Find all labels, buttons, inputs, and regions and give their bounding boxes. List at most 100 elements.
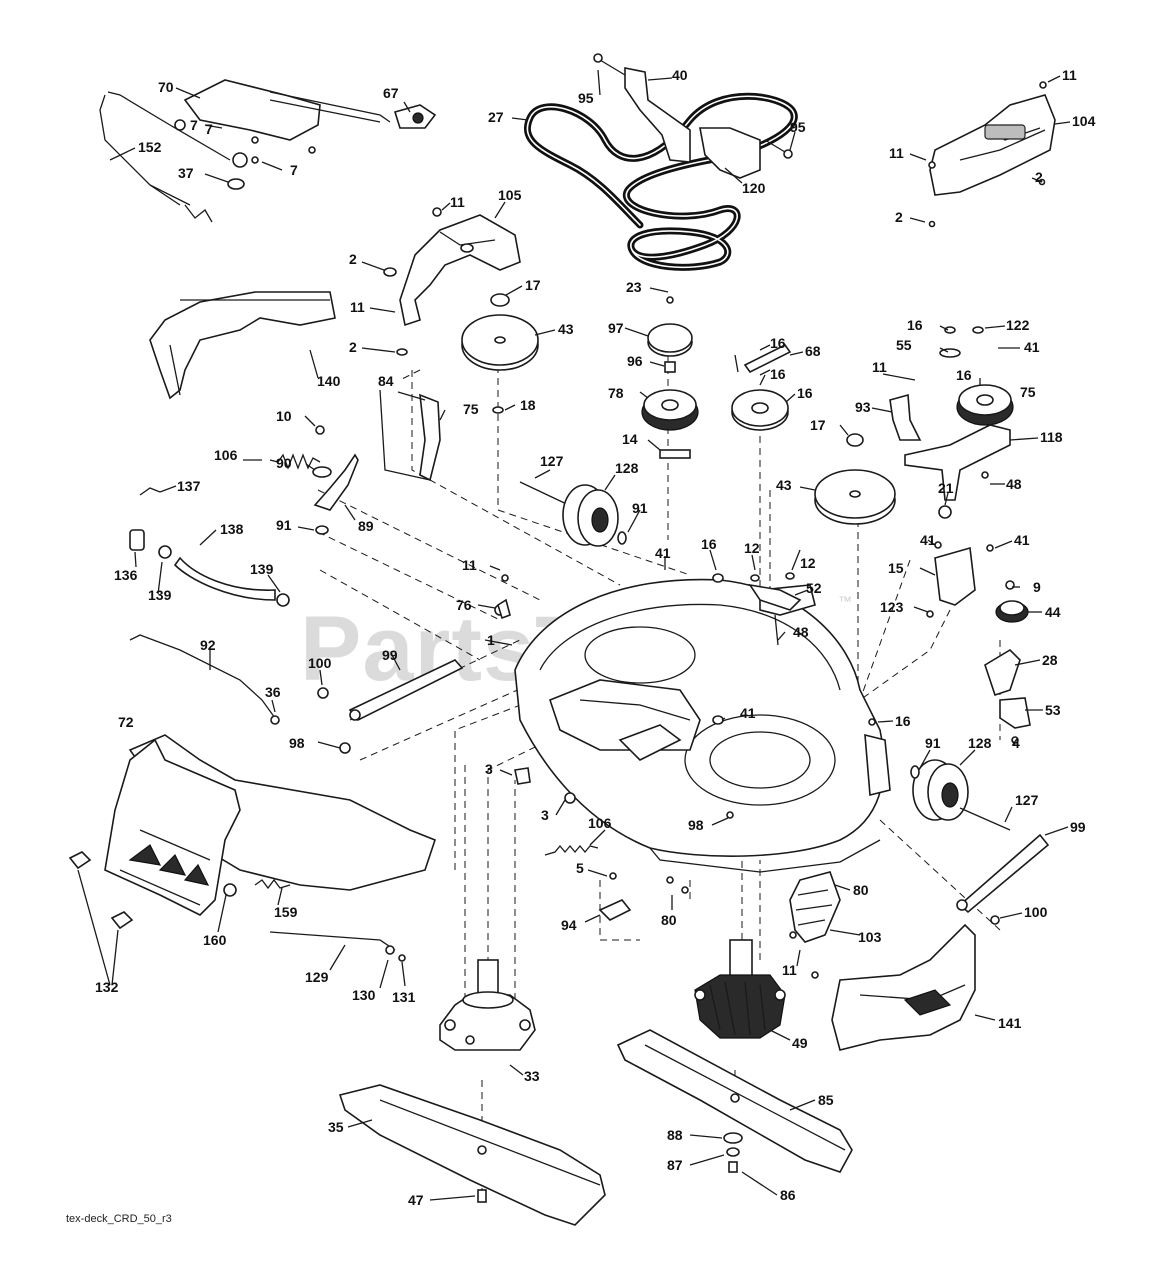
part-label: 2 <box>1035 169 1043 185</box>
part-label: 103 <box>858 929 882 945</box>
part-label: 70 <box>158 79 174 95</box>
part-label: 130 <box>352 987 376 1003</box>
part-label: 1 <box>487 632 495 648</box>
part-label: 27 <box>488 109 504 125</box>
part-label: 97 <box>608 320 624 336</box>
part-label: 120 <box>742 180 766 196</box>
part-label: 43 <box>776 477 792 493</box>
part-label: 7 <box>190 117 198 133</box>
part-label-41b: 41 <box>920 532 936 548</box>
discharge-chute <box>68 734 436 986</box>
part-label: 91 <box>925 735 941 751</box>
part-label: 44 <box>1045 604 1061 620</box>
part-label: 4 <box>1012 735 1020 751</box>
part-label: 7 <box>290 162 298 178</box>
part-label: 75 <box>1020 384 1036 400</box>
part-label: 131 <box>392 989 416 1005</box>
part-label: 159 <box>274 904 298 920</box>
part-label: 36 <box>265 684 281 700</box>
part-label: 91 <box>276 517 292 533</box>
part-number-labels: 70 67 152 7 7 7 37 95 40 27 95 120 11 10… <box>95 67 1096 1208</box>
part-label: 16 <box>895 713 911 729</box>
part-label: 89 <box>358 518 374 534</box>
idler-cover-bracket <box>383 207 521 356</box>
part-label: 100 <box>308 655 332 671</box>
hose-assembly <box>129 487 290 607</box>
part-label: 106 <box>214 447 238 463</box>
part-label: 68 <box>805 343 821 359</box>
part-label: 76 <box>456 597 472 613</box>
part-label: 75 <box>463 401 479 417</box>
part-label: 23 <box>626 279 642 295</box>
part-label: 16 <box>701 536 717 552</box>
part-label: 137 <box>177 478 201 494</box>
part-label: 3 <box>541 807 549 823</box>
part-label: 95 <box>578 90 594 106</box>
part-label: 41 <box>655 545 671 561</box>
part-label: 11 <box>872 359 887 375</box>
part-label: 18 <box>520 397 536 413</box>
part-label: 136 <box>114 567 138 583</box>
part-label: 128 <box>615 460 639 476</box>
part-label: 99 <box>382 647 398 663</box>
part-label: 105 <box>498 187 522 203</box>
part-label: 118 <box>1040 429 1063 445</box>
part-label: 96 <box>627 353 643 369</box>
lift-bracket-89 <box>269 425 359 535</box>
part-label: 12 <box>744 540 760 556</box>
mower-blades <box>338 1029 853 1226</box>
part-label: 95 <box>790 119 806 135</box>
part-label: 88 <box>667 1127 683 1143</box>
part-label: 139 <box>148 587 172 603</box>
part-label: 17 <box>810 417 826 433</box>
part-label: 80 <box>853 882 869 898</box>
gauge-wheel-left <box>519 481 627 547</box>
part-label: 160 <box>203 932 227 948</box>
part-label: 16 <box>770 366 786 382</box>
diagram-code: tex-deck_CRD_50_r3 <box>66 1213 172 1225</box>
part-label: 123 <box>880 599 904 615</box>
part-label: 98 <box>688 817 704 833</box>
part-label: 152 <box>138 139 162 155</box>
part-label: 15 <box>888 560 904 576</box>
part-label: 41 <box>740 705 756 721</box>
part-label: 141 <box>998 1015 1022 1031</box>
part-label: 41 <box>1024 339 1040 355</box>
part-label: 139 <box>250 561 274 577</box>
part-label: 129 <box>305 969 329 985</box>
part-label: 16 <box>956 367 972 383</box>
part-label: 99 <box>1070 819 1086 835</box>
part-label: 11 <box>462 557 477 573</box>
part-label: 91 <box>632 500 648 516</box>
part-label: 14 <box>622 431 638 447</box>
part-label: 11 <box>782 962 797 978</box>
part-label: 94 <box>561 917 577 933</box>
part-label: 43 <box>558 321 574 337</box>
spindle-right <box>694 939 786 1039</box>
part-label: 11 <box>1062 67 1077 83</box>
part-label: 132 <box>95 979 119 995</box>
belt-guide-brackets <box>593 53 793 179</box>
part-label: 55 <box>896 337 912 353</box>
part-label: 93 <box>855 399 871 415</box>
part-label: 7 <box>205 121 213 137</box>
part-label: 17 <box>525 277 541 293</box>
part-label: 11 <box>350 299 365 315</box>
part-label: 106 <box>588 815 612 831</box>
part-label: 72 <box>118 714 134 730</box>
lift-linkage-assembly <box>99 79 437 223</box>
part-label: 16 <box>907 317 923 333</box>
part-label: 52 <box>806 580 822 596</box>
part-label: 78 <box>608 385 624 401</box>
part-label: 48 <box>1006 476 1022 492</box>
part-label: 104 <box>1072 113 1096 129</box>
part-label: 35 <box>328 1119 344 1135</box>
part-label: 67 <box>383 85 399 101</box>
part-label: 40 <box>672 67 688 83</box>
part-label: 128 <box>968 735 992 751</box>
spindle-shield <box>789 871 976 1051</box>
gauge-wheel-right <box>910 759 1011 831</box>
part-label: 2 <box>349 339 357 355</box>
part-label: 48 <box>793 624 809 640</box>
leader-lines <box>109 69 1071 1201</box>
